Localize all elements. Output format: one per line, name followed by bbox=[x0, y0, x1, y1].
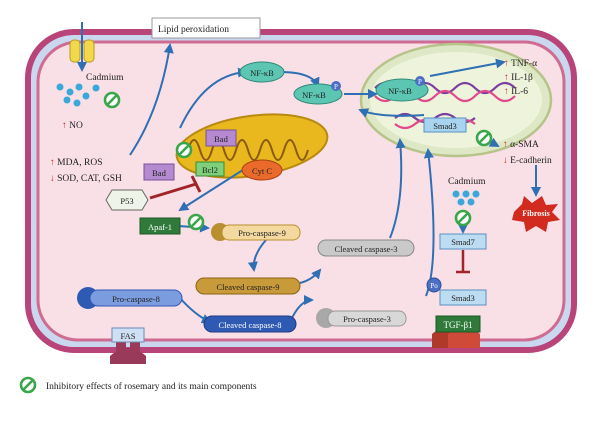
procasp9-label: Pro-caspase-9 bbox=[238, 228, 286, 238]
cadmium-right-label: Cadmium bbox=[448, 177, 486, 187]
nfkb-node-1: NF-κB bbox=[239, 61, 285, 83]
inhibit-icon bbox=[475, 129, 493, 147]
inhibit-icon bbox=[187, 213, 205, 231]
nfkb3-label: NF-κB bbox=[388, 86, 412, 96]
il1-label: ↑ IL-1β bbox=[504, 73, 533, 83]
smad3-nuclear: Smad3 bbox=[423, 117, 467, 133]
po-label: Po bbox=[430, 282, 438, 290]
apaf-label: Apaf-1 bbox=[148, 222, 172, 232]
bcl2: Bcl2 bbox=[195, 161, 225, 177]
cleaved3-label: Cleaved caspase-3 bbox=[334, 244, 397, 254]
sod-cat-gsh-label: ↓ SOD, CAT, GSH bbox=[50, 174, 122, 184]
cadmium-top-label: Cadmium bbox=[86, 73, 124, 83]
no-label: ↑ NO bbox=[62, 121, 83, 131]
smad7-inhibit bbox=[456, 250, 470, 274]
fibrosis-burst: Fibrosis bbox=[512, 196, 560, 232]
cleaved-caspase8: Cleaved caspase-8 bbox=[203, 315, 297, 333]
nfkb-node-2: P NF-κB bbox=[293, 81, 343, 105]
fas-label: FAS bbox=[121, 331, 136, 341]
bad-top: Bad bbox=[205, 129, 237, 147]
bcl2-label: Bcl2 bbox=[202, 165, 218, 175]
inhibit-icon bbox=[454, 209, 472, 227]
nucleus bbox=[359, 42, 553, 158]
lipid-peroxidation-box: Lipid peroxidation bbox=[151, 17, 261, 39]
cadmium-dots-right bbox=[452, 190, 480, 206]
p53-label: P53 bbox=[120, 196, 133, 206]
cytc-label: Cyt C bbox=[252, 166, 272, 176]
fas-receptor: FAS bbox=[110, 327, 146, 364]
nfkb1-label: NF-κB bbox=[250, 68, 274, 78]
p-label-2: P bbox=[334, 83, 338, 91]
cytc: Cyt C bbox=[241, 159, 283, 181]
smad7: Smad7 bbox=[439, 233, 487, 250]
tgf-label: TGF-β1 bbox=[443, 320, 472, 330]
procasp8-label: Pro-caspase-8 bbox=[112, 294, 160, 304]
bad1-label: Bad bbox=[214, 134, 228, 144]
asma-label: ↑ α-SMA bbox=[503, 140, 539, 150]
procaspase9: Pro-caspase-9 bbox=[211, 223, 301, 241]
legend: Inhibitory effects of rosemary and its m… bbox=[19, 376, 257, 394]
lipid-label: Lipid peroxidation bbox=[158, 25, 229, 35]
procaspase3: Pro-caspase-3 bbox=[316, 308, 407, 328]
tnf-label: ↑ TNF-α bbox=[504, 59, 537, 69]
il6-label: ↑ IL-6 bbox=[504, 87, 528, 97]
nfkb-node-3: P NF-κB bbox=[375, 76, 429, 102]
mda-ros-label: ↑ MDA, ROS bbox=[50, 158, 103, 168]
cleaved8-label: Cleaved caspase-8 bbox=[218, 320, 281, 330]
smad3-nuc-label: Smad3 bbox=[433, 121, 457, 131]
smad3-mem-label: Smad3 bbox=[451, 293, 475, 303]
bad2-label: Bad bbox=[152, 168, 166, 178]
cadmium-dots-top bbox=[56, 83, 100, 107]
ecad-label: ↓ E-cadherin bbox=[503, 156, 552, 166]
smad7-label: Smad7 bbox=[451, 237, 475, 247]
membrane-channel bbox=[69, 22, 95, 72]
cleaved-caspase3: Cleaved caspase-3 bbox=[317, 239, 415, 257]
procasp3-label: Pro-caspase-3 bbox=[343, 314, 391, 324]
bad-left: Bad bbox=[143, 163, 175, 181]
legend-text: Inhibitory effects of rosemary and its m… bbox=[46, 381, 257, 392]
inhibition-line bbox=[149, 175, 202, 200]
fibrosis-label: Fibrosis bbox=[522, 209, 549, 218]
inhibit-icon bbox=[103, 91, 121, 109]
smad3-membrane: Smad3 Po bbox=[426, 277, 487, 306]
apaf1: Apaf-1 bbox=[139, 217, 181, 235]
tgf-receptor: TGF-β1 bbox=[432, 315, 481, 348]
cleaved-caspase9: Cleaved caspase-9 bbox=[195, 277, 301, 295]
nfkb2-label: NF-κB bbox=[302, 90, 326, 100]
p-label-3: P bbox=[418, 78, 422, 86]
procaspase8: Pro-caspase-8 bbox=[77, 287, 183, 309]
p53: P53 bbox=[105, 189, 149, 211]
cleaved9-label: Cleaved caspase-9 bbox=[216, 282, 279, 292]
inhibit-icon bbox=[175, 141, 193, 159]
